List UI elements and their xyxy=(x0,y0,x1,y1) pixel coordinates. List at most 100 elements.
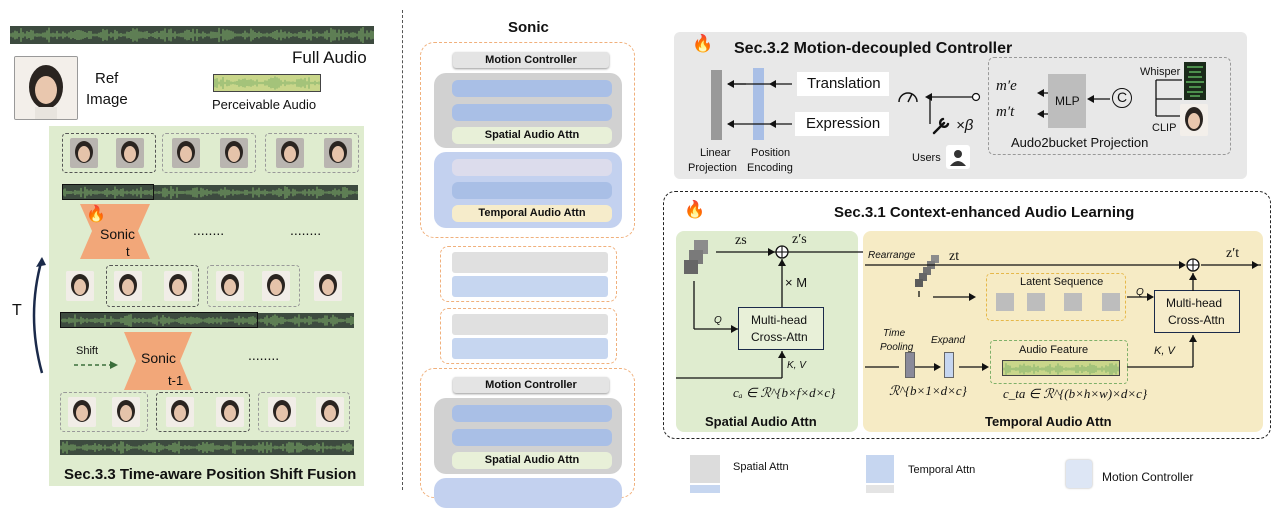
perceivable-audio-label: Perceivable Audio xyxy=(212,97,317,112)
fire-icon: 🔥 xyxy=(86,206,106,223)
audio-window-highlight-1 xyxy=(62,184,154,200)
position-encoding-label-2: Encoding xyxy=(747,162,793,174)
audio2bucket-arrows xyxy=(1037,79,1182,118)
rearrange-label: Rearrange xyxy=(868,250,916,261)
legend-temporal-swatch xyxy=(866,455,894,483)
motion-controller-bar-1: Motion Controller xyxy=(453,52,609,68)
temporal-block-1a xyxy=(452,159,612,176)
expand-label: Expand xyxy=(931,335,965,346)
face-thumbnail xyxy=(216,397,244,427)
window-box-5 xyxy=(207,265,300,307)
wrench-icon xyxy=(932,117,950,135)
spatial-block-1b xyxy=(452,104,612,121)
gauge-icon xyxy=(898,92,918,103)
spatial-mhca-label-2: Cross-Attn xyxy=(751,330,808,344)
spatial-kv-label: K, V xyxy=(787,360,806,371)
perceivable-audio-waveform xyxy=(213,74,321,92)
time-pooling-label-1: Time xyxy=(883,328,906,339)
time-pooling-label-2: Pooling xyxy=(880,342,914,353)
face-thumbnail xyxy=(314,271,342,301)
sonic-t1-label-2: t-1 xyxy=(168,373,184,388)
expression-label: Expression xyxy=(806,115,881,132)
face-thumbnail xyxy=(164,271,192,301)
temporal-attn-label-1: Temporal Audio Attn xyxy=(478,207,586,219)
zs-prime-label: z′s xyxy=(792,232,807,247)
face-thumbnail xyxy=(66,271,94,301)
concat-symbol: C xyxy=(1116,89,1128,105)
mt-label: m′t xyxy=(996,104,1015,120)
audio-feature-waveform xyxy=(1002,360,1120,376)
context-panel-border xyxy=(663,191,1271,439)
zs-label: zs xyxy=(735,233,747,248)
face-thumbnail xyxy=(116,138,144,168)
whisper-feature-icon xyxy=(1184,62,1206,100)
shift-fusion-panel xyxy=(49,126,364,486)
motion-controller-label-2: Motion Controller xyxy=(485,379,577,391)
whisper-label: Whisper xyxy=(1140,66,1181,78)
face-thumbnail xyxy=(166,397,194,427)
window-box-2 xyxy=(162,133,256,173)
sonic-block-1 xyxy=(420,42,635,238)
zt-label: zt xyxy=(949,249,960,264)
spatial-attn-bar-2: Spatial Audio Attn xyxy=(452,452,612,469)
temporal-mhca-label-2: Cross-Attn xyxy=(1168,313,1225,327)
spatial-attn-label-1: Spatial Audio Attn xyxy=(484,129,580,141)
sonic-block-3 xyxy=(440,308,617,364)
fire-icon: 🔥 xyxy=(684,200,706,219)
linear-projection-bar xyxy=(711,70,722,140)
spatial-q-label: Q xyxy=(714,315,722,326)
ellipsis-2: ........ xyxy=(290,222,322,238)
legend-temporal-swatch-2 xyxy=(866,485,894,493)
spatial-block-1a xyxy=(452,80,612,97)
audio-window-highlight-2 xyxy=(60,312,258,328)
temporal-mhca-box xyxy=(1154,290,1240,333)
clip-face-image xyxy=(1180,104,1208,136)
full-audio-label: Full Audio xyxy=(292,48,367,67)
legend-motion-swatch xyxy=(1066,460,1092,488)
expression-box xyxy=(795,112,889,136)
blue-block-2 xyxy=(452,276,608,297)
linear-projection-label-2: Projection xyxy=(688,162,737,174)
face-thumbnail xyxy=(276,138,304,168)
full-audio-waveform xyxy=(10,26,374,44)
motion-arrows xyxy=(727,80,981,128)
window-box-7 xyxy=(156,392,250,432)
latent-sequence-label: Latent Sequence xyxy=(1020,276,1104,288)
temporal-attn-bar-1: Temporal Audio Attn xyxy=(452,205,612,222)
window-box-8 xyxy=(258,392,350,432)
face-thumbnail xyxy=(70,138,98,168)
spatial-block-2b xyxy=(452,429,612,446)
shift-arrow xyxy=(74,361,118,369)
face-thumbnail xyxy=(262,271,290,301)
motion-controller-label-1: Motion Controller xyxy=(485,54,577,66)
spatial-arrows xyxy=(676,245,866,379)
spatial-attn-bar-1: Spatial Audio Attn xyxy=(452,127,612,144)
ref-image-label-1: Ref xyxy=(95,70,119,87)
pool-formula: ℛ^{b×1×d×c} xyxy=(889,383,967,398)
shift-fusion-caption: Sec.3.3 Time-aware Position Shift Fusion xyxy=(64,466,357,483)
audio-feature-box xyxy=(990,340,1128,384)
context-panel-title: Sec.3.1 Context-enhanced Audio Learning xyxy=(834,204,1135,221)
temporal-mhca-label-1: Multi-head xyxy=(1166,296,1223,310)
gray-block-3 xyxy=(452,314,608,335)
sonic-t-label-1: Sonic xyxy=(100,226,136,242)
fire-icon: 🔥 xyxy=(692,34,714,53)
panel-divider xyxy=(402,10,403,490)
blue-block-3 xyxy=(452,338,608,359)
face-thumbnail xyxy=(324,138,352,168)
t-loop-arrow xyxy=(32,257,46,374)
zt-prime-label: z′t xyxy=(1226,246,1240,261)
expanded-feature-bar xyxy=(944,352,954,378)
ca-formula: cₐ ∈ ℛ^{b×f×d×c} xyxy=(733,385,836,400)
sonic-t1-label-1: Sonic xyxy=(141,350,177,366)
spatial-mhca-label-1: Multi-head xyxy=(751,313,808,327)
position-encoding-bar xyxy=(753,68,764,140)
clip-label: CLIP xyxy=(1152,122,1177,134)
temporal-arrows xyxy=(865,258,1261,371)
t-label: T xyxy=(12,302,22,319)
face-thumbnail xyxy=(112,397,140,427)
motion-controller-bar-2: Motion Controller xyxy=(453,377,609,393)
latent-token-4 xyxy=(1102,293,1120,311)
users-label: Users xyxy=(912,152,941,164)
face-thumbnail xyxy=(316,397,344,427)
